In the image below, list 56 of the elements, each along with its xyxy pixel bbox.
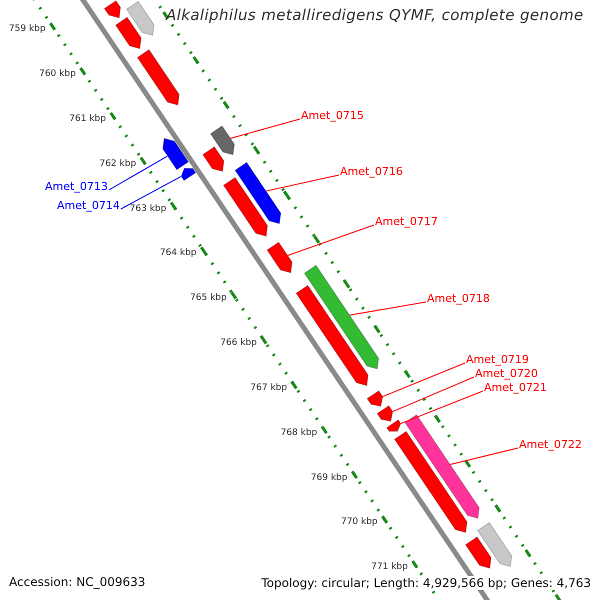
gene-feature: [202, 146, 224, 172]
gene-feature: [366, 390, 384, 407]
position-label: 766 kbp: [220, 339, 257, 348]
chart-title: Alkaliphilus metalliredigens QYMF, complete genome: [166, 8, 584, 23]
position-label: 764 kbp: [160, 249, 197, 258]
gene-label: Amet_0719: [466, 354, 529, 365]
gene-feature: [296, 284, 369, 386]
leader-line: [400, 390, 484, 424]
gene-feature: [104, 0, 121, 18]
leader-line: [349, 302, 426, 316]
gene-label: Amet_0720: [475, 368, 538, 379]
genome-info-text: Topology: circular; Length: 4,929,566 bp; Genes: 4,763: [261, 576, 591, 590]
gene-feature: [394, 430, 468, 533]
position-label: 769 kbp: [310, 474, 348, 483]
gene-feature: [115, 16, 142, 50]
gene-feature: [404, 414, 480, 519]
leader-line: [108, 156, 168, 190]
position-label: 767 kbp: [250, 384, 288, 393]
accession-text: Accession: NC_009633: [9, 576, 146, 588]
leader-line: [265, 174, 340, 192]
leader-line: [230, 118, 300, 139]
gene-label: Amet_0713: [45, 181, 108, 192]
gene-label: Amet_0718: [427, 293, 490, 304]
gene-label: Amet_0721: [484, 382, 547, 393]
gene-feature: [376, 405, 394, 422]
leader-line: [382, 362, 466, 398]
gene-label: Amet_0715: [301, 110, 364, 121]
position-label: 763 kbp: [130, 204, 166, 214]
gene-feature: [210, 125, 235, 156]
gene-feature: [266, 242, 293, 274]
gene-feature: [222, 176, 268, 237]
gene-label: Amet_0716: [340, 166, 403, 177]
position-label: 765 kbp: [190, 294, 227, 304]
gene-feature: [477, 522, 512, 567]
gene-label: Amet_0717: [375, 216, 438, 227]
gene-feature: [304, 264, 380, 370]
leader-line: [392, 376, 474, 412]
position-label: 759 kbp: [8, 25, 46, 34]
position-label: 770 kbp: [340, 518, 378, 528]
position-label: 768 kbp: [280, 428, 318, 438]
gene-feature: [136, 49, 180, 106]
leader-line: [450, 448, 518, 466]
gene-label: Amet_0722: [519, 439, 582, 450]
gene-feature: [386, 419, 402, 432]
leader-line: [287, 224, 374, 256]
gene-feature: [126, 0, 154, 36]
gene-feature: [180, 168, 196, 182]
position-label: 771 kbp: [371, 563, 408, 572]
gene-feature: [234, 162, 282, 224]
gene-feature: [162, 138, 189, 170]
gene-feature: [464, 536, 492, 569]
gene-label: Amet_0714: [57, 200, 120, 211]
position-label: 761 kbp: [69, 115, 106, 124]
position-label: 760 kbp: [39, 70, 76, 80]
position-label: 762 kbp: [99, 160, 136, 169]
leader-line: [120, 176, 182, 210]
